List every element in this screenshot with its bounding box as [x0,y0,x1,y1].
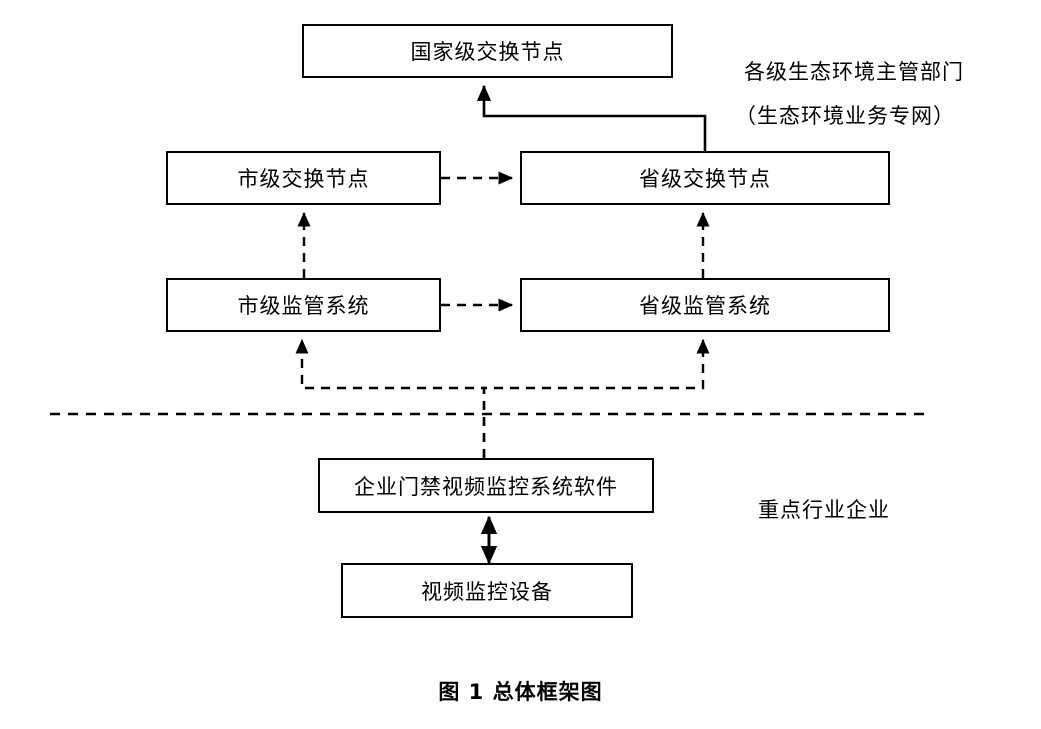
node-national-exchange-label: 国家级交换节点 [410,40,565,64]
node-national-exchange[interactable]: 国家级交换节点 [302,24,673,78]
node-video-device-label: 视频监控设备 [421,579,553,604]
node-province-supervision[interactable]: 省级监管系统 [520,278,890,332]
figure-caption: 图 1 总体框架图 [438,680,603,704]
edge-province-exchange-to-national-exchange [476,84,707,151]
edge-enterprise-software-to-city-supervision [295,338,486,458]
node-province-supervision-label: 省级监管系统 [639,294,771,318]
node-enterprise-software-label: 企业门禁视频监控系统软件 [354,474,618,499]
zone-label-enterprise: 重点行业企业 [758,498,890,522]
node-province-exchange-label: 省级交换节点 [639,167,771,191]
zone-label-authority-line2: （生态环境业务专网） [735,104,955,128]
node-province-exchange[interactable]: 省级交换节点 [520,151,890,205]
edge-enterprise-software-to-province-supervision [482,338,710,458]
node-video-device[interactable]: 视频监控设备 [341,563,633,618]
node-city-exchange[interactable]: 市级交换节点 [166,151,441,205]
node-city-supervision-label: 市级监管系统 [237,294,370,318]
node-city-exchange-label: 市级交换节点 [237,167,370,191]
node-enterprise-software[interactable]: 企业门禁视频监控系统软件 [318,458,654,513]
zone-label-authority-line1: 各级生态环境主管部门 [744,60,964,84]
node-city-supervision[interactable]: 市级监管系统 [166,278,441,332]
